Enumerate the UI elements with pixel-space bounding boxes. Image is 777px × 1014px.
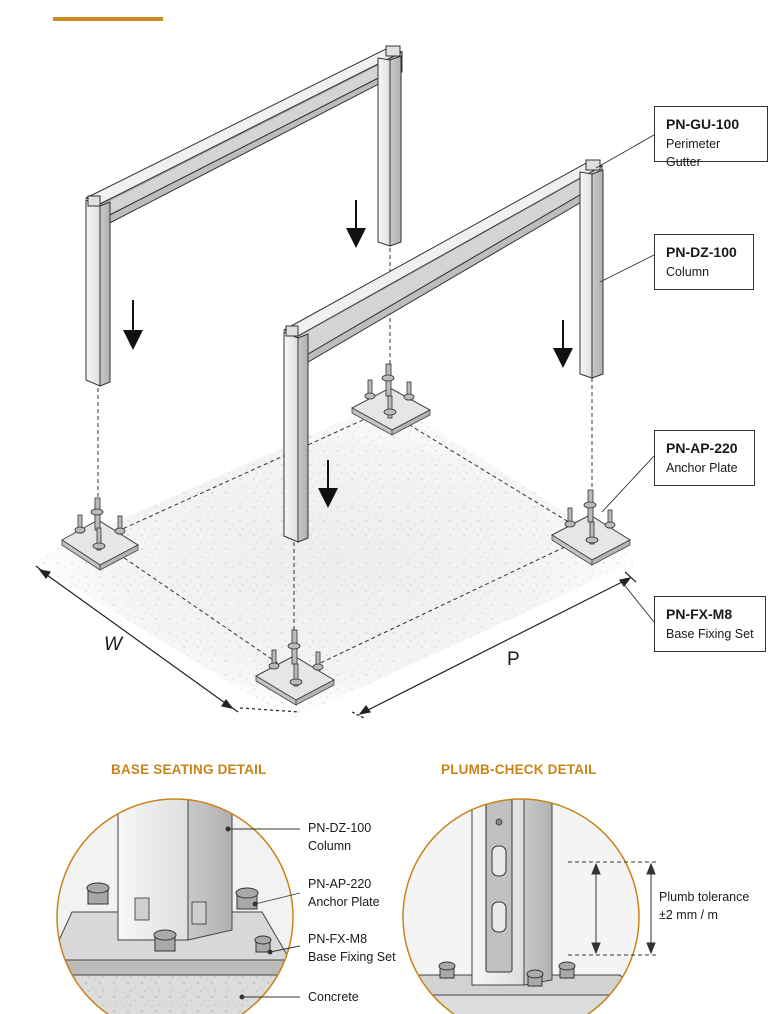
anchor-plate-right — [550, 489, 632, 566]
label-line: PN-FX-M8 — [308, 932, 368, 946]
label-line: PN-DZ-100 — [308, 821, 372, 835]
callout-base-fixing-set: PN-FX-M8 Base Fixing Set — [654, 596, 766, 652]
dimension-p-line — [239, 571, 637, 719]
callout-anchor-plate: PN-AP-220 Anchor Plate — [654, 430, 755, 486]
anchor-plate-back — [350, 363, 432, 436]
callout-description: Column — [666, 265, 710, 279]
anchor-plate-front — [254, 629, 336, 706]
label-line: Plumb tolerance — [659, 890, 750, 904]
callout-perimeter-gutter: PN-GU-100 Perimeter Gutter — [654, 106, 768, 169]
label-line: Column — [308, 839, 352, 853]
base-detail-label-column: PN-DZ-100 Column — [308, 819, 371, 855]
base-detail-label-concrete: Concrete — [308, 988, 359, 1006]
dimension-w-line — [35, 565, 239, 713]
dimension-p-label: P — [507, 649, 520, 670]
callout-code: PN-GU-100 — [666, 116, 740, 132]
base-detail-label-fixing-set: PN-FX-M8 Base Fixing Set — [308, 930, 396, 966]
label-line: Concrete — [308, 990, 359, 1004]
callout-code: PN-FX-M8 — [666, 606, 733, 622]
base-detail-label-anchor-plate: PN-AP-220 Anchor Plate — [308, 875, 380, 911]
plumb-check-detail-circle — [402, 798, 640, 1014]
down-arrows — [123, 200, 573, 508]
callout-description: Perimeter Gutter — [666, 137, 721, 169]
plumb-tolerance-label: Plumb tolerance ±2 mm / m — [659, 888, 749, 924]
plumb-tolerance-dimension — [568, 861, 658, 956]
callout-code: PN-AP-220 — [666, 440, 738, 456]
anchor-plate-left — [61, 497, 140, 571]
callout-description: Base Fixing Set — [666, 627, 754, 641]
back-frame — [84, 45, 404, 387]
accent-rule — [53, 17, 163, 21]
ground-area — [30, 400, 640, 720]
callout-leaders — [595, 134, 655, 623]
base-seating-detail-title: BASE SEATING DETAIL — [111, 762, 267, 777]
base-seating-detail-circle — [56, 798, 294, 1014]
base-detail-leaders — [225, 826, 301, 1000]
callout-description: Anchor Plate — [666, 461, 738, 475]
label-line: ±2 mm / m — [659, 908, 718, 922]
front-frame — [282, 159, 604, 543]
footprint-outline — [97, 248, 593, 676]
dimension-w-label: W — [104, 634, 122, 655]
plumb-check-detail-title: PLUMB-CHECK DETAIL — [441, 762, 597, 777]
label-line: Anchor Plate — [308, 895, 380, 909]
label-line: Base Fixing Set — [308, 950, 396, 964]
label-line: PN-AP-220 — [308, 877, 372, 891]
callout-code: PN-DZ-100 — [666, 244, 737, 260]
callout-column: PN-DZ-100 Column — [654, 234, 754, 290]
